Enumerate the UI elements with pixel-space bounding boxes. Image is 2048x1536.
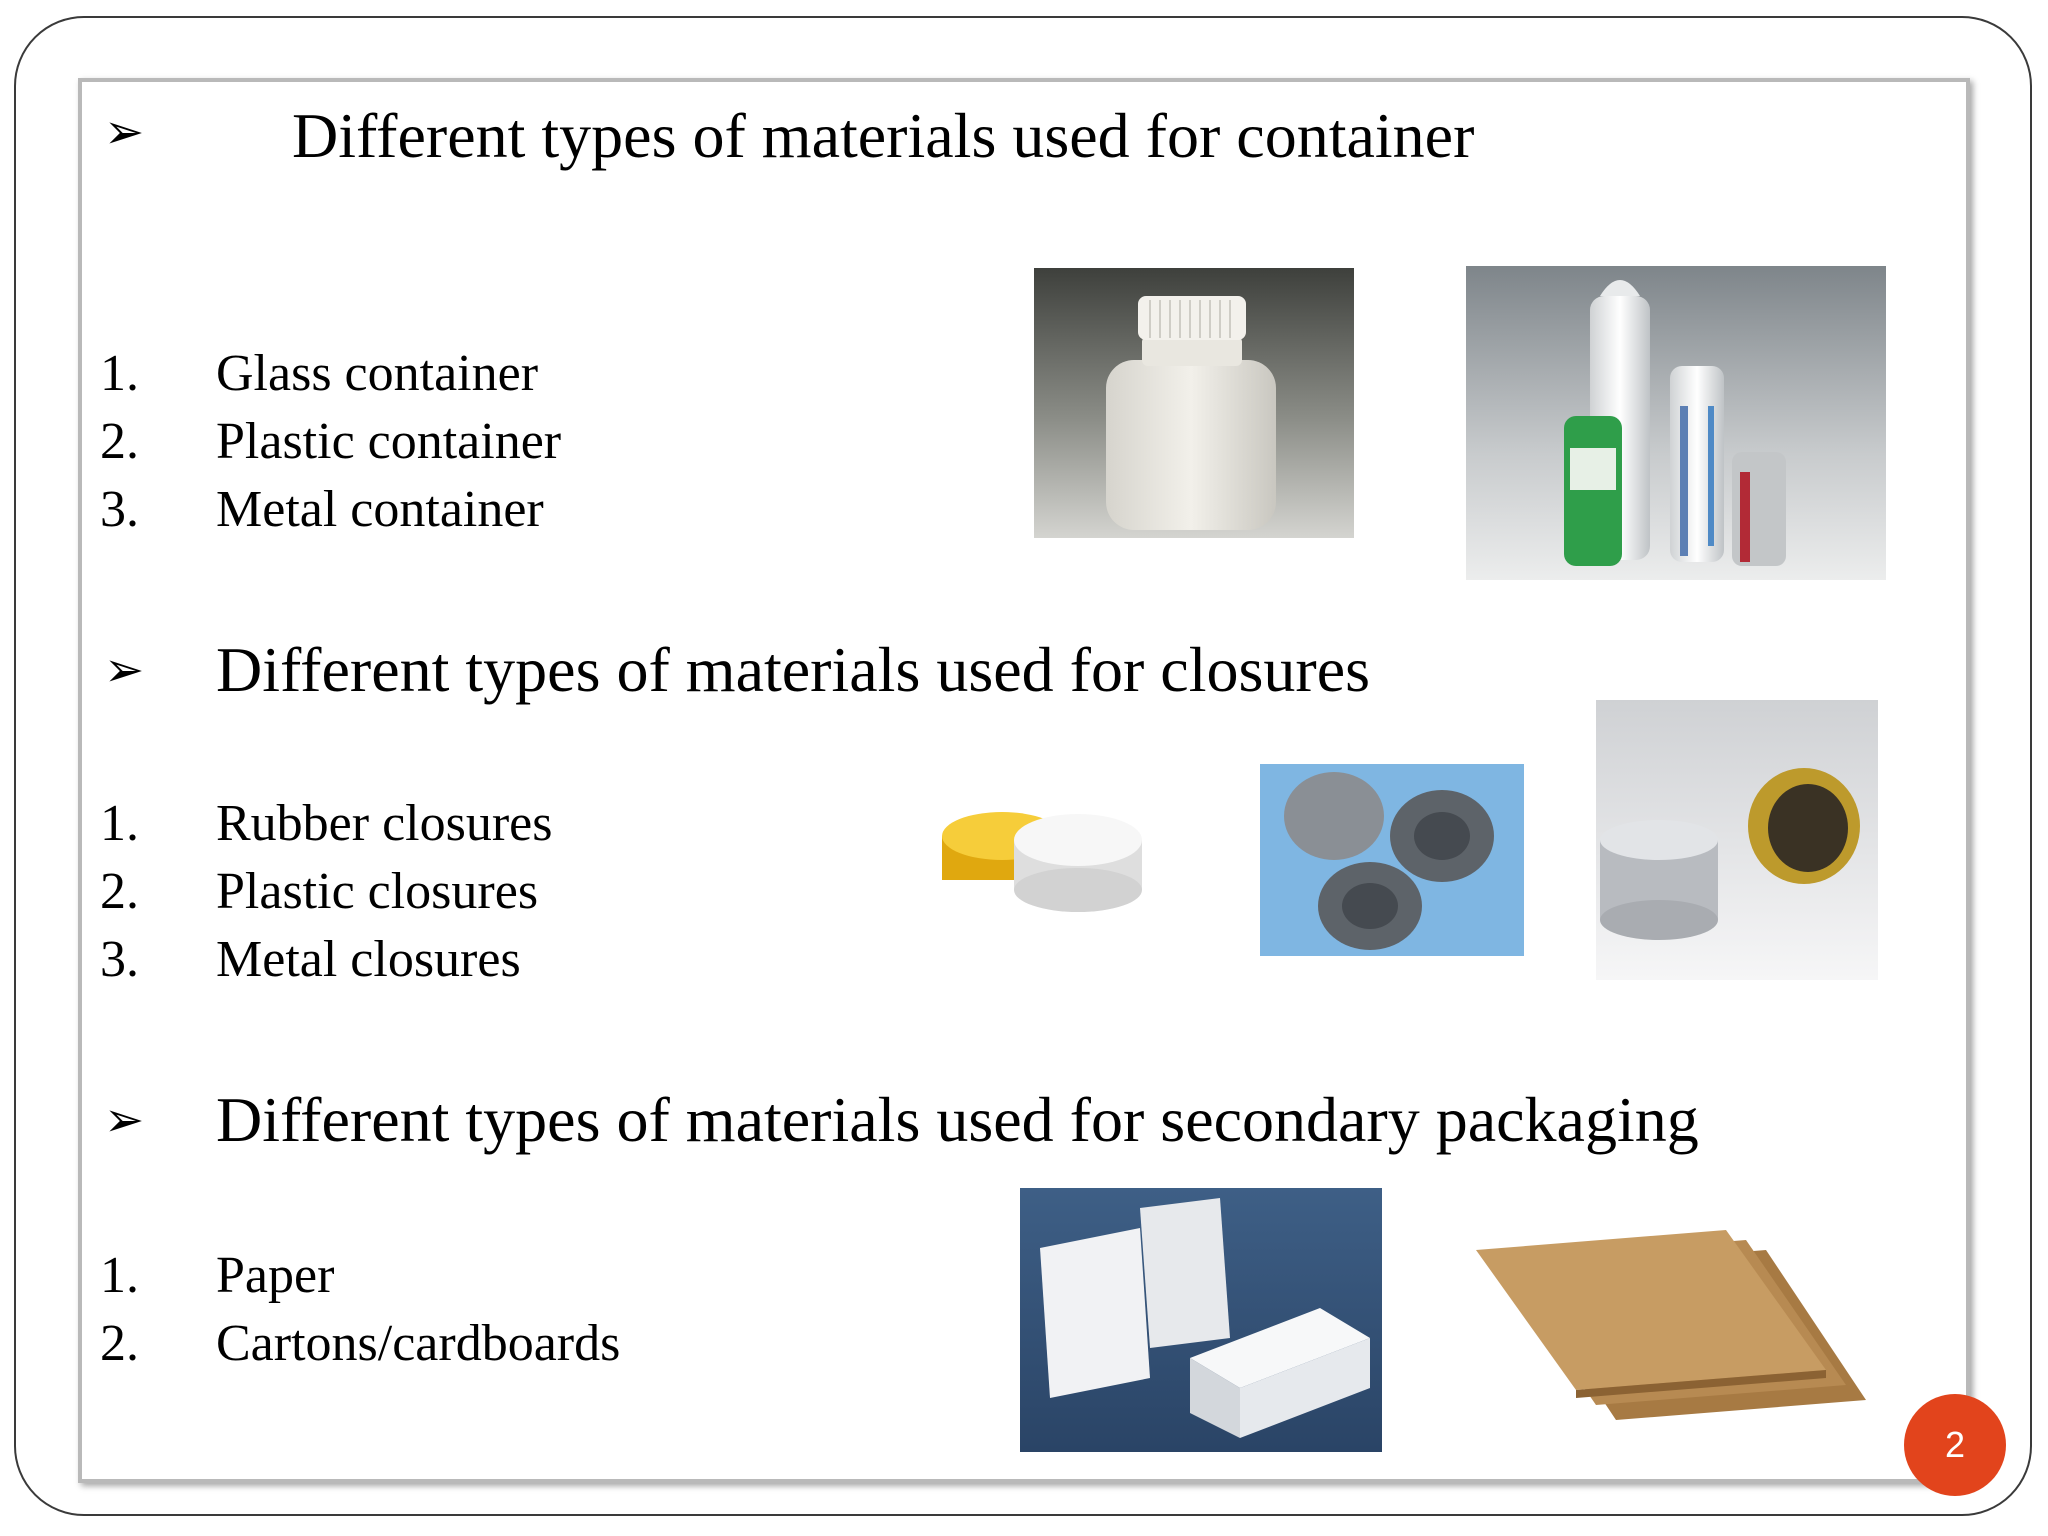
page-number-badge: 2 xyxy=(1904,1394,2006,1496)
list-item-paper: Paper xyxy=(216,1247,335,1304)
plastic-caps-photo xyxy=(928,790,1148,920)
aerosol-cans-photo xyxy=(1466,266,1886,580)
list-number: 2. xyxy=(100,413,139,470)
list-item-rubber-closures: Rubber closures xyxy=(216,795,553,852)
section-heading-containers: Different types of materials used for co… xyxy=(292,100,1475,171)
list-number: 1. xyxy=(100,795,139,852)
list-number: 2. xyxy=(100,1315,139,1372)
list-item-glass-container: Glass container xyxy=(216,345,539,402)
list-item-plastic-closures: Plastic closures xyxy=(216,863,539,920)
list-item-metal-closures: Metal closures xyxy=(216,931,521,988)
list-item-cartons-cardboards: Cartons/cardboards xyxy=(216,1315,621,1372)
plastic-bottle-photo xyxy=(1034,268,1354,538)
cardboard-sheets-photo xyxy=(1466,1220,1882,1450)
section-heading-secondary-packaging: Different types of materials used for se… xyxy=(216,1084,1699,1155)
arrowhead-bullet-icon: ➢ xyxy=(104,104,145,160)
list-number: 3. xyxy=(100,481,139,538)
list-item-plastic-container: Plastic container xyxy=(216,413,562,470)
metal-caps-photo xyxy=(1596,700,1878,980)
list-number: 3. xyxy=(100,931,139,988)
section-heading-closures: Different types of materials used for cl… xyxy=(216,634,1370,705)
arrowhead-bullet-icon: ➢ xyxy=(104,1092,145,1148)
cartons-photo xyxy=(1020,1188,1382,1452)
list-number: 1. xyxy=(100,345,139,402)
list-number: 1. xyxy=(100,1247,139,1304)
list-item-metal-container: Metal container xyxy=(216,481,544,538)
arrowhead-bullet-icon: ➢ xyxy=(104,642,145,698)
rubber-stoppers-photo xyxy=(1260,764,1524,956)
list-number: 2. xyxy=(100,863,139,920)
